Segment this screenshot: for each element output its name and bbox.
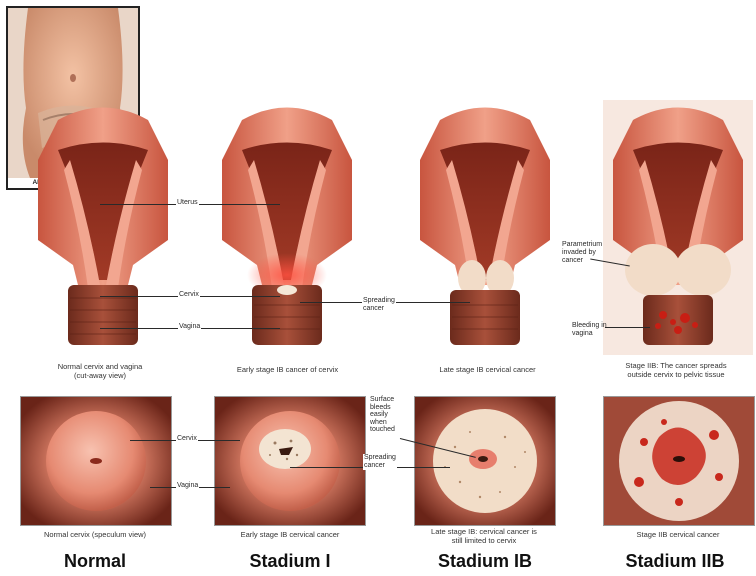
stage-title-stadium-2b: Stadium IIB <box>590 551 756 572</box>
surface-bleeds-label: Surface bleeds easily when touched <box>370 396 395 434</box>
caption-normal-cutaway: Normal cervix and vagina (cut-away view) <box>20 362 180 380</box>
uterus-label: Uterus <box>176 199 199 207</box>
vagina-label: Vagina <box>178 323 201 331</box>
caption-early-stage-speculum: Early stage IB cervical cancer <box>210 530 370 539</box>
uterus-diagram-normal <box>28 100 178 355</box>
spreading-cancer-label-top: Spreading cancer <box>362 297 396 313</box>
caption-late-stage-speculum: Late stage IB: cervical cancer is still … <box>404 527 564 545</box>
uterus-diagram-stage-2b <box>603 100 753 355</box>
stage-title-stadium-1: Stadium I <box>205 551 375 572</box>
uterus-diagram-stage-1 <box>212 100 362 355</box>
caption-stage-2b-cutaway: Stage IIB: The cancer spreads outside ce… <box>596 361 756 379</box>
caption-late-stage-cutaway: Late stage IB cervical cancer <box>405 365 570 374</box>
speculum-photo-stage-1 <box>214 396 366 526</box>
bleeding-label: Bleeding in vagina <box>572 322 607 338</box>
stage-title-stadium-1b: Stadium IB <box>400 551 570 572</box>
speculum-photo-normal <box>20 396 172 526</box>
cervix-label-bottom: Cervix <box>176 435 198 443</box>
spreading-cancer-label-bottom: Spreading cancer <box>363 454 397 470</box>
cervix-label: Cervix <box>178 291 200 299</box>
vagina-label-bottom: Vagina <box>176 482 199 490</box>
stage-title-normal: Normal <box>10 551 180 572</box>
uterus-diagram-stage-1b <box>410 100 560 355</box>
caption-early-stage-cutaway: Early stage IB cancer of cervix <box>205 365 370 374</box>
caption-normal-speculum: Normal cervix (speculum view) <box>20 530 170 539</box>
parametrium-label: Parametrium invaded by cancer <box>562 241 602 265</box>
speculum-photo-stage-1b <box>414 396 556 526</box>
speculum-photo-stage-2b <box>603 396 755 526</box>
caption-stage-2b-speculum: Stage IIB cervical cancer <box>598 530 756 539</box>
